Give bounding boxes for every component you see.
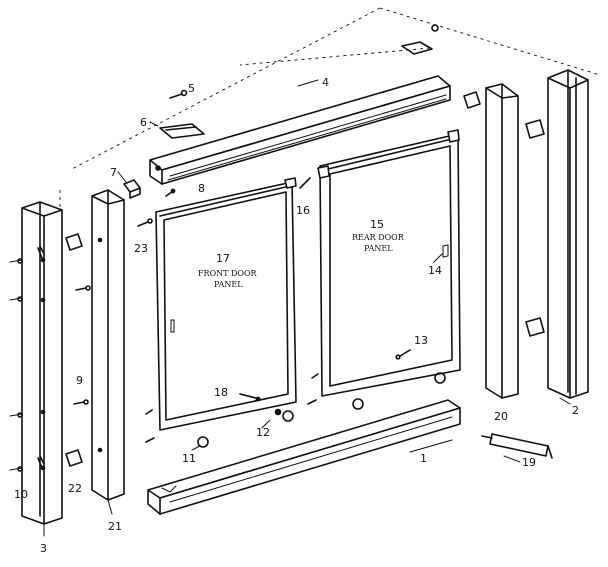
- screw-part-5: [169, 89, 188, 99]
- sealant-tube-part-19: [481, 433, 553, 459]
- bottom-guides: [197, 372, 446, 448]
- strike-jamb-part-20: [485, 83, 519, 399]
- callout-4: 4: [322, 76, 329, 89]
- bracket-part-6: [159, 123, 205, 139]
- callout-16: 16: [296, 204, 310, 217]
- callout-23: 23: [134, 242, 148, 255]
- callout-21: 21: [108, 520, 122, 533]
- callout-10: 10: [14, 488, 28, 501]
- screw-part-8: [165, 188, 176, 197]
- screw-part-18: [239, 393, 261, 402]
- wall-jamb-part-2: [547, 69, 589, 399]
- callout-8: 8: [198, 182, 205, 195]
- callout-14: 14: [428, 264, 442, 277]
- callout-2: 2: [572, 404, 579, 417]
- front-door-panel-part-17: [155, 177, 297, 431]
- wall-anchors-left: [9, 258, 23, 472]
- wall-guide-lines: [59, 7, 601, 240]
- screw-part-23: [137, 218, 153, 227]
- clips-part-22: [65, 233, 83, 467]
- front-panel-label-line1: FRONT DOOR: [198, 269, 258, 278]
- screws-part-9: [73, 285, 91, 405]
- callout-20: 20: [494, 410, 508, 423]
- front-panel-label-line2: PANEL: [214, 280, 243, 289]
- callout-18: 18: [214, 386, 228, 399]
- callout-9: 9: [76, 374, 83, 387]
- callout-1: 1: [420, 452, 427, 465]
- callout-5: 5: [188, 82, 195, 95]
- callout-15: 15: [370, 218, 384, 231]
- wall-jamb-part-3: [21, 201, 63, 525]
- callout-13: 13: [414, 334, 428, 347]
- callout-17: 17: [216, 252, 230, 265]
- callout-12: 12: [256, 426, 270, 439]
- callout-6: 6: [140, 116, 147, 129]
- callout-11: 11: [182, 452, 196, 465]
- bottom-track-part-1: [147, 399, 461, 515]
- callout-numbers: 1 2 3 4 5 6 7 8 9 10 11 12 13 14 15 16 1…: [14, 76, 579, 555]
- rear-panel-label-line2: PANEL: [364, 244, 393, 253]
- right-brackets: [463, 91, 545, 337]
- handle-part-14: [433, 253, 443, 263]
- callout-22: 22: [68, 482, 82, 495]
- header-track-part-4: [149, 75, 451, 185]
- roller-clip-part-7: [123, 179, 141, 199]
- stops-left: [145, 373, 319, 443]
- screw-part-13: [395, 349, 411, 360]
- rear-door-panel-part-15: [317, 129, 461, 397]
- strike-jamb-part-21: [91, 189, 125, 501]
- callout-19: 19: [522, 456, 536, 469]
- ceiling-bracket: [401, 24, 439, 55]
- rear-panel-label-line1: REAR DOOR: [352, 233, 405, 242]
- leader-lines: [43, 79, 571, 537]
- callout-7: 7: [110, 166, 117, 179]
- panel-labels: FRONT DOOR PANEL REAR DOOR PANEL: [198, 233, 405, 289]
- callout-3: 3: [40, 542, 47, 555]
- roller-part-16: [299, 177, 311, 189]
